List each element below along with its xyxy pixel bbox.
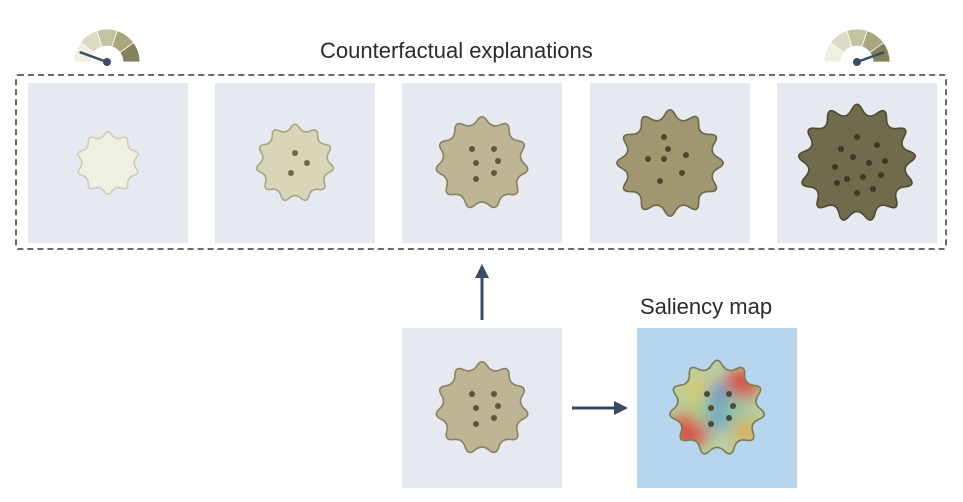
shape-3 — [435, 116, 529, 209]
original-image-panel — [402, 328, 562, 488]
shape-2 — [255, 123, 335, 202]
saliency-map-panel — [637, 328, 797, 488]
counterfactual-explanations-title: Counterfactual explanations — [320, 38, 593, 63]
arrow-up-icon — [475, 264, 489, 320]
counterfactual-panel-4 — [590, 83, 750, 243]
counterfactual-panel-5 — [777, 83, 937, 243]
shape-5 — [797, 103, 917, 221]
counterfactual-panel-3 — [402, 83, 562, 243]
counterfactual-frame — [15, 74, 947, 250]
shape-1 — [77, 131, 139, 195]
gauge-low-icon — [73, 28, 141, 66]
original-shape — [435, 361, 529, 454]
gauge-high-icon — [823, 28, 891, 66]
counterfactual-panel-2 — [215, 83, 375, 243]
saliency-map-title: Saliency map — [640, 294, 773, 319]
arrow-right-icon — [572, 401, 628, 415]
shape-4 — [616, 109, 724, 217]
counterfactual-panel-1 — [28, 83, 188, 243]
saliency-shape — [669, 359, 765, 455]
